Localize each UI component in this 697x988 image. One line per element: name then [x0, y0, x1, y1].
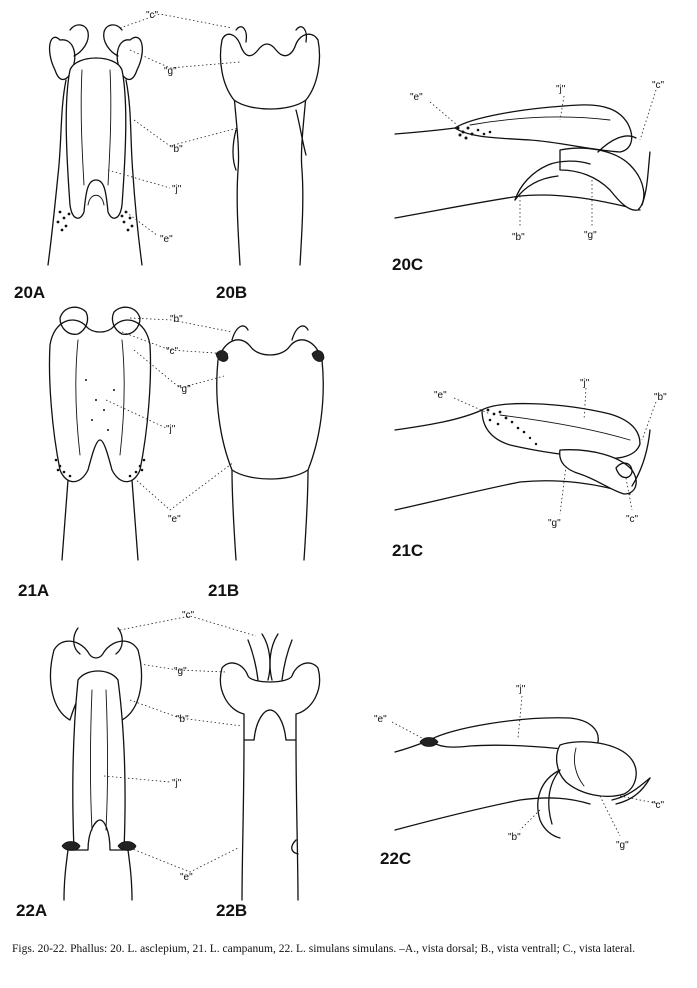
panel-labels: 20A 20B 20C 21A 21B 21C 22A 22B 22C	[14, 255, 423, 920]
label-e-21C: "e"	[434, 390, 447, 401]
panel-label-21C: 21C	[392, 541, 423, 560]
label-e-22: "e"	[180, 872, 193, 883]
label-j-22: "j"	[172, 778, 182, 789]
figure-caption-text: Figs. 20-22. Phallus: 20. L. asclepium, …	[12, 943, 636, 955]
label-c-21: "c"	[166, 346, 179, 357]
label-e-22C: "e"	[374, 714, 387, 725]
label-b-22: "b"	[176, 714, 189, 725]
label-g-22: "g"	[174, 666, 187, 677]
label-e-20C: "e"	[410, 92, 423, 103]
label-c-22: "c"	[182, 610, 195, 621]
label-e-20: "e"	[160, 234, 173, 245]
panel-label-22A: 22A	[16, 901, 47, 920]
label-b-20C: "b"	[512, 232, 525, 243]
label-j-22C: "j"	[516, 684, 526, 695]
label-j-21: "j"	[166, 424, 176, 435]
panel-label-21A: 21A	[18, 581, 49, 600]
label-c-20: "c"	[146, 10, 159, 21]
label-b-20: "b"	[170, 144, 183, 155]
figure-20A-drawing	[47, 24, 143, 266]
label-g-22C: "g"	[616, 840, 629, 851]
callout-labels: "c" "g" "b" "j" "e" "e" "j" "c" "b" "g" …	[146, 10, 667, 883]
figure-21B-drawing	[215, 325, 325, 561]
label-j-20: "j"	[172, 184, 182, 195]
label-c-20C: "c"	[652, 80, 665, 91]
panel-label-20A: 20A	[14, 283, 45, 302]
label-c-21C: "c"	[626, 514, 639, 525]
label-g-21C: "g"	[548, 518, 561, 529]
leader-lines	[103, 13, 661, 873]
panel-label-20C: 20C	[392, 255, 423, 274]
figure-22C-drawing	[394, 717, 651, 839]
label-c-22C: "c"	[652, 800, 665, 811]
label-g-21: "g"	[178, 384, 191, 395]
label-g-20: "g"	[164, 66, 177, 77]
label-j-20C: "j"	[556, 84, 566, 95]
panel-label-21B: 21B	[208, 581, 239, 600]
figure-caption: Figs. 20-22. Phallus: 20. L. asclepium, …	[12, 942, 684, 957]
figure-22A-drawing	[49, 627, 143, 901]
figure-20C-drawing	[394, 104, 651, 219]
label-b-22C: "b"	[508, 832, 521, 843]
figure-21C-drawing	[394, 402, 651, 511]
label-b-21: "b"	[170, 314, 183, 325]
panel-label-22C: 22C	[380, 849, 411, 868]
label-e-21: "e"	[168, 514, 181, 525]
figure-20B-drawing	[219, 26, 321, 266]
figure-21A-drawing	[48, 306, 152, 561]
figure-22B-drawing	[219, 633, 321, 901]
label-j-21C: "j"	[580, 378, 590, 389]
label-b-21C: "b"	[654, 392, 667, 403]
label-g-20C: "g"	[584, 230, 597, 241]
panel-label-20B: 20B	[216, 283, 247, 302]
panel-label-22B: 22B	[216, 901, 247, 920]
